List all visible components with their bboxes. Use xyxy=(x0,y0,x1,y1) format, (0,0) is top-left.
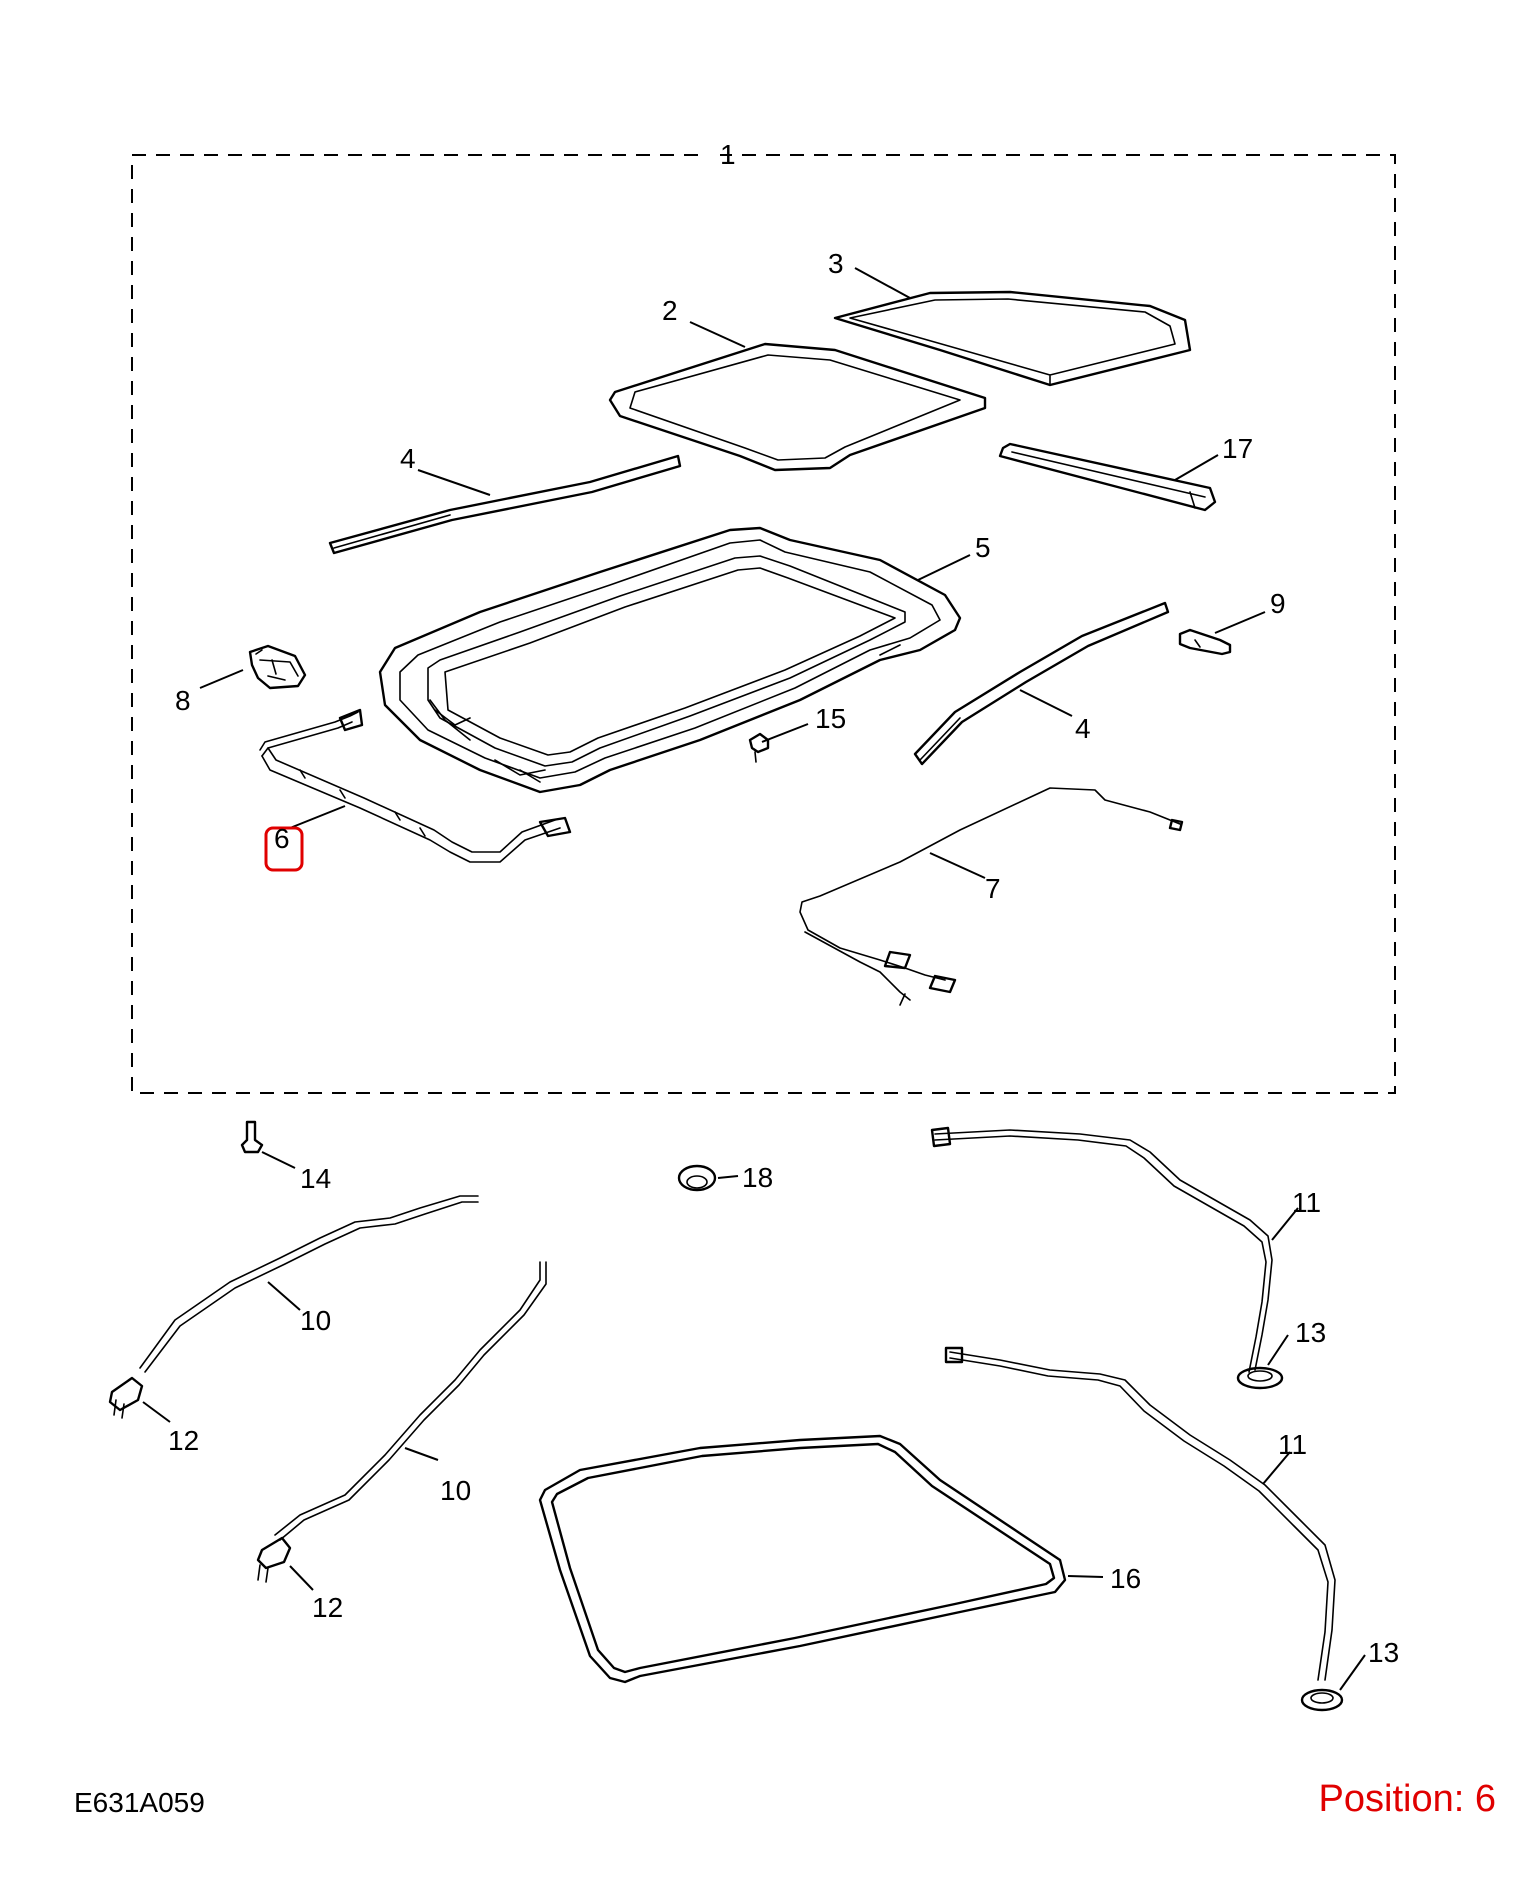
callout-13-lower: 13 xyxy=(1368,1637,1399,1668)
part-6-drive-cable xyxy=(259,708,572,863)
callout-8: 8 xyxy=(175,685,191,716)
callout-14: 14 xyxy=(300,1163,331,1194)
callout-1: 1 xyxy=(720,139,736,170)
part-2-glass-seal xyxy=(608,342,987,472)
callout-2: 2 xyxy=(662,295,678,326)
callout-6: 6 xyxy=(274,823,290,854)
part-16-roof-seal xyxy=(538,1434,1067,1684)
part-11-drain-tube-upper xyxy=(930,1126,1284,1390)
callout-3: 3 xyxy=(828,248,844,279)
callout-12-lower: 12 xyxy=(312,1592,343,1623)
callout-16: 16 xyxy=(1110,1563,1141,1594)
callout-9: 9 xyxy=(1270,588,1286,619)
part-17-wind-deflector xyxy=(998,442,1217,512)
leader-lines xyxy=(142,267,1366,1691)
callout-12-upper: 12 xyxy=(168,1425,199,1456)
part-14-bolt xyxy=(240,1120,264,1154)
callout-5: 5 xyxy=(975,532,991,563)
callout-4-lower: 4 xyxy=(1075,713,1091,744)
position-indicator: Position: 6 xyxy=(1318,1778,1496,1820)
highlight-box-callout-6 xyxy=(264,826,304,872)
part-8-drive-motor xyxy=(248,644,307,690)
part-15-fastener xyxy=(748,732,770,763)
kit-boundary-box xyxy=(131,140,1396,1094)
callout-15: 15 xyxy=(815,703,846,734)
callout-11-lower: 11 xyxy=(1278,1429,1307,1460)
part-7-wiring-harness xyxy=(799,787,1184,1006)
part-4-guide-rail-lower xyxy=(913,601,1170,766)
callout-10-upper: 10 xyxy=(300,1305,331,1336)
callout-17: 17 xyxy=(1222,433,1253,464)
part-10-drain-tube-upper xyxy=(108,1195,479,1419)
callout-13-upper: 13 xyxy=(1295,1317,1326,1348)
part-9-clip xyxy=(1178,628,1232,656)
callout-18: 18 xyxy=(742,1162,773,1193)
callout-11-upper: 11 xyxy=(1292,1187,1321,1218)
diagram-code: E631A059 xyxy=(74,1787,205,1818)
callout-4-upper: 4 xyxy=(400,443,416,474)
part-10-drain-tube-lower xyxy=(256,1261,547,1583)
part-5-sunroof-frame xyxy=(378,526,962,794)
callout-7: 7 xyxy=(985,873,1001,904)
callout-10-lower: 10 xyxy=(440,1475,471,1506)
part-3-glass-panel xyxy=(833,290,1192,387)
part-4-guide-rail-upper xyxy=(328,454,682,555)
callout-labels: 1 2 3 4 17 5 9 8 15 4 6 7 14 18 11 10 13… xyxy=(168,139,1399,1668)
part-18-grommet xyxy=(677,1164,717,1192)
part-11-drain-tube-lower xyxy=(944,1346,1344,1712)
